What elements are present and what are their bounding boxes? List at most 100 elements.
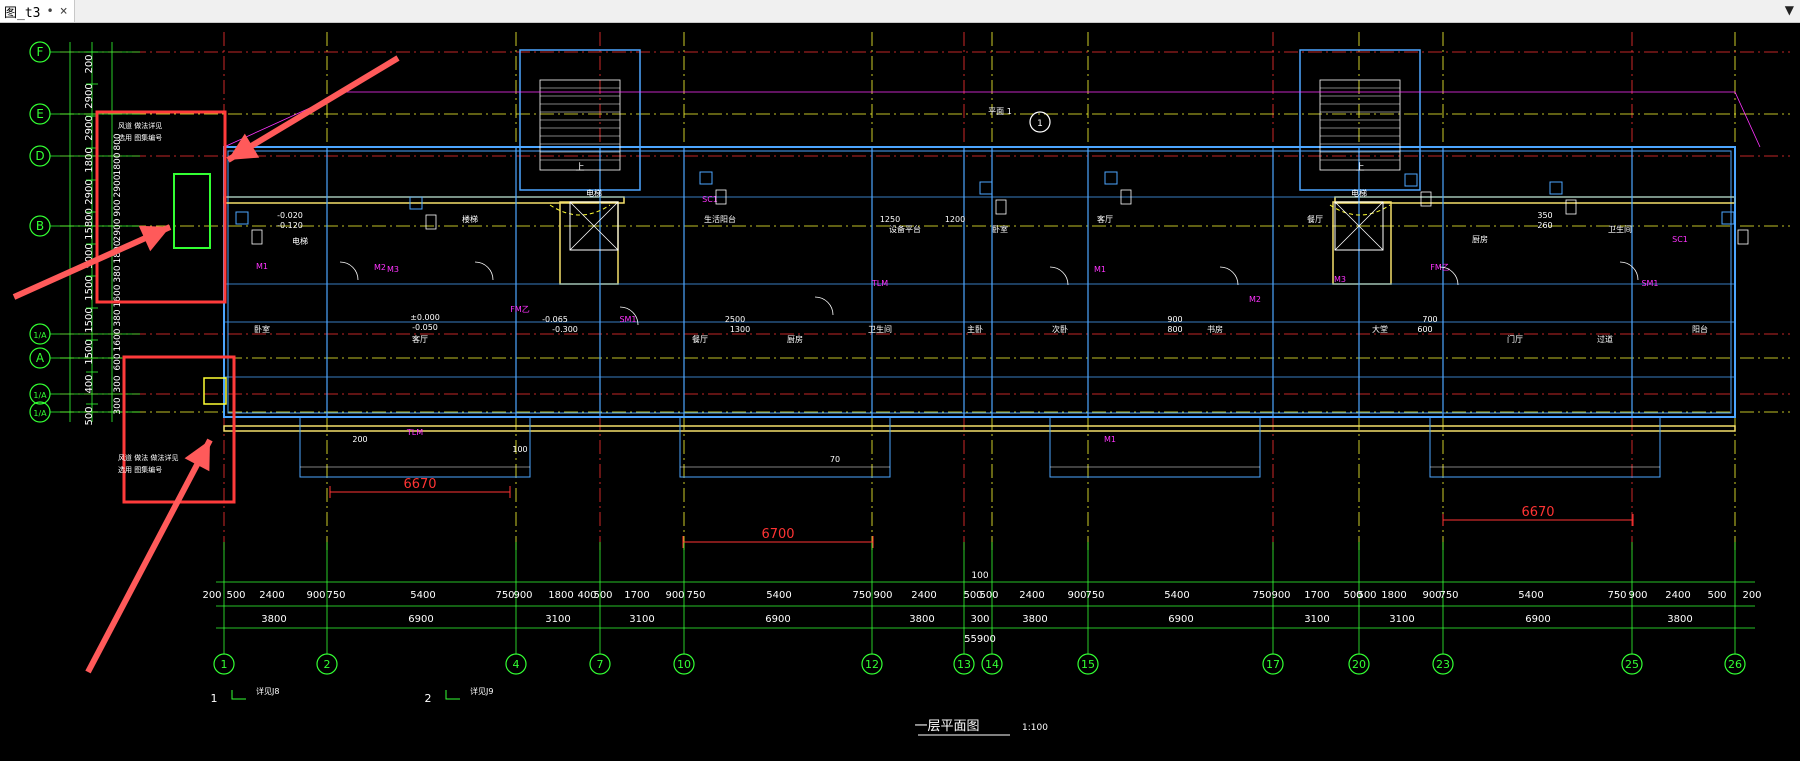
left-dimension-value: 200	[84, 54, 95, 73]
stair-arc	[1329, 204, 1391, 216]
fixture	[251, 229, 263, 245]
column-axis-bubble	[1724, 653, 1746, 675]
drawing-scale: 1:100	[1022, 723, 1048, 733]
row-axis-label: 1/A	[33, 391, 47, 400]
door-tag: M2	[374, 263, 386, 272]
door-tag: SC1	[1672, 235, 1688, 244]
column-axis-label: 20	[1352, 658, 1366, 671]
callout-note: 风道 做法 做法详见	[118, 453, 178, 462]
left-dimension-value: 1500	[84, 307, 95, 332]
shaft-detail	[203, 377, 227, 405]
stair-tower	[519, 49, 641, 191]
dimension-row2-value: 6900	[1168, 614, 1193, 625]
dimension-row1-value: 500	[1707, 590, 1726, 601]
dimension-row2-value: 3100	[1389, 614, 1414, 625]
pointer-arrow-left-head	[138, 225, 170, 252]
dimension-row1-value: 500	[1343, 590, 1362, 601]
room-label: 卫生间	[868, 324, 892, 334]
pointer-arrow-lower-head	[184, 440, 210, 472]
door-swing	[1619, 261, 1639, 281]
roof-outline	[223, 91, 1761, 148]
column-axis-label: 7	[597, 658, 604, 671]
column-axis-label: 13	[957, 658, 971, 671]
level-value: 70	[830, 455, 840, 464]
door-swing	[1219, 266, 1239, 286]
left-inner-dimension-value: 2900	[113, 218, 123, 241]
elevator-car	[1334, 201, 1384, 251]
dimension-row2-value: 3800	[261, 614, 286, 625]
left-inner-dimension-value: 300	[113, 397, 123, 414]
dimension-row1-value: 500	[963, 590, 982, 601]
column-axis-bubble	[861, 653, 883, 675]
row-axis-label: B	[36, 219, 44, 233]
row-axis-label: 1/A	[33, 331, 47, 340]
level-value: 1300	[730, 325, 750, 334]
dimension-row1-value: 900	[1422, 590, 1441, 601]
fixture	[995, 199, 1007, 215]
column-axis-label: 26	[1728, 658, 1742, 671]
left-dimension-value: 2900	[84, 83, 95, 108]
detail-ref-number: 1	[211, 692, 218, 705]
stair-flight	[1319, 79, 1401, 171]
left-dimension-value: 1800	[84, 147, 95, 172]
left-dimension-value: 500	[84, 406, 95, 425]
dimension-row1-value: 200	[202, 590, 221, 601]
level-value: 600	[1417, 325, 1432, 334]
column-axis-bubble	[1432, 653, 1454, 675]
section-bubble	[1029, 111, 1051, 133]
door-swing	[474, 261, 494, 281]
close-icon[interactable]: ×	[59, 3, 68, 19]
left-inner-dimension-value: 600	[113, 353, 123, 370]
highlight-box	[95, 110, 227, 304]
column-axis-label: 10	[677, 658, 691, 671]
column-axis-bubble	[673, 653, 695, 675]
door-tag: SC1	[702, 195, 718, 204]
door-swing	[1439, 266, 1459, 286]
column-axis-bubble	[953, 653, 975, 675]
document-tab[interactable]: 图_t3 • ×	[0, 0, 75, 22]
room-label: 客厅	[1097, 214, 1113, 224]
level-value: -0.050	[412, 323, 438, 332]
door-swing	[814, 296, 834, 316]
pointer-arrow-lower	[85, 438, 213, 674]
column-axis-label: 12	[865, 658, 879, 671]
fixture	[1120, 189, 1132, 205]
left-inner-dimension-value: 2900	[113, 174, 123, 197]
room-label: 餐厅	[1307, 215, 1323, 224]
tab-overflow-menu-icon[interactable]: ▼	[1784, 3, 1794, 17]
dimension-row2-value: 3100	[629, 614, 654, 625]
span-dimension-value: 6700	[761, 527, 794, 542]
room-label: 阳台	[1692, 324, 1708, 334]
dimension-total-value: 55900	[964, 634, 996, 645]
door-swing	[339, 261, 359, 281]
column-axis-label: 4	[513, 658, 520, 671]
column-axis-bubble	[505, 653, 527, 675]
level-value: 900	[1167, 315, 1182, 324]
level-value: 800	[1167, 325, 1182, 334]
row-axis-label: E	[36, 107, 44, 121]
dimension-row2-value: 3800	[1022, 614, 1047, 625]
dimension-row1-value: 5400	[1164, 590, 1189, 601]
left-inner-dimension-value: 300	[113, 375, 123, 392]
elevator-cross	[1334, 201, 1384, 251]
dimension-row2-value: 3100	[1304, 614, 1329, 625]
dimension-row1-value: 750	[326, 590, 345, 601]
fixture	[1404, 173, 1418, 187]
balcony-outline	[679, 416, 891, 478]
section-note: 平面 1	[988, 107, 1012, 116]
detail-ref-leader	[445, 690, 460, 700]
callout-note-sub: 选用 图集编号	[118, 465, 162, 474]
door-tag: M2	[1249, 295, 1261, 304]
fixture	[409, 196, 423, 210]
level-value: -0.065	[542, 315, 568, 324]
door-swing	[1049, 266, 1069, 286]
column-axis-label: 23	[1436, 658, 1450, 671]
stair-direction-label: 上	[1355, 162, 1364, 173]
drawing-title: 一层平面图	[914, 719, 979, 734]
document-tab-bar: 图_t3 • × ▼	[0, 0, 1800, 23]
door-tag: TLM	[871, 279, 888, 288]
shaft-detail	[173, 173, 211, 249]
modified-indicator: •	[46, 4, 54, 18]
span-dimension-value: 6670	[1521, 505, 1554, 520]
